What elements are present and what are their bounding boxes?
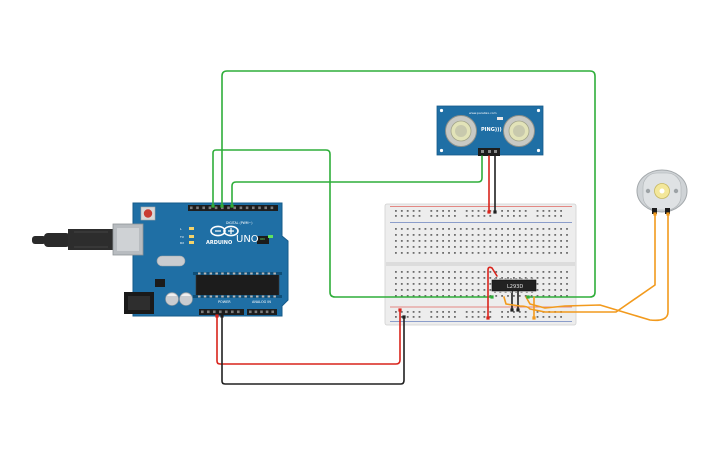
l293d-chip[interactable]: L293D bbox=[491, 278, 537, 293]
sensor-name-label: PING))) bbox=[481, 127, 502, 133]
dc-motor[interactable] bbox=[636, 169, 688, 214]
ultrasonic-sensor[interactable]: PING))) www.parallax.com bbox=[436, 105, 544, 156]
analog-header-label: ANALOG IN bbox=[252, 300, 271, 304]
wire-green-outer[interactable] bbox=[221, 70, 596, 298]
arduino-brand-text: ARDUINO bbox=[206, 240, 232, 246]
sensor-led-icon bbox=[497, 117, 503, 120]
usb-cable-plug-left bbox=[32, 236, 46, 244]
l293d-label: L293D bbox=[507, 284, 523, 290]
led-rx-icon bbox=[189, 241, 194, 244]
center-channel bbox=[386, 262, 575, 266]
led-on-icon bbox=[268, 235, 273, 238]
breadboard[interactable] bbox=[384, 203, 577, 326]
usb-chip bbox=[257, 236, 269, 244]
usb-cable-body bbox=[68, 229, 114, 250]
wire-red-chip-vcc[interactable] bbox=[487, 266, 498, 319]
digital-header bbox=[188, 205, 278, 211]
reset-button-cap[interactable] bbox=[143, 209, 153, 218]
wire-red-5v[interactable] bbox=[216, 309, 401, 365]
wire-black-gnd[interactable] bbox=[221, 315, 405, 385]
wire-endpoints bbox=[211, 204, 670, 320]
led-rx-label: RX bbox=[180, 241, 184, 245]
led-on-label: ON bbox=[260, 237, 265, 241]
wire-orange-motor-a[interactable] bbox=[503, 213, 656, 313]
wire-green-sensor[interactable] bbox=[231, 155, 483, 207]
led-tx-icon bbox=[189, 235, 194, 238]
atmega-pins bbox=[198, 272, 276, 298]
voltage-regulator bbox=[155, 279, 165, 287]
arduino-model-text: UNO bbox=[236, 234, 259, 245]
wire-orange-motor-b[interactable] bbox=[525, 213, 669, 322]
breadboard-holes bbox=[395, 210, 568, 318]
power-header-label: POWER bbox=[218, 300, 231, 304]
wires bbox=[212, 70, 669, 385]
l293d-body bbox=[491, 279, 537, 292]
atmega-chip bbox=[195, 273, 280, 297]
arduino-logo-icon bbox=[210, 225, 239, 237]
usb-cable bbox=[44, 233, 70, 247]
digital-header-label: DIGITAL (PWM~) bbox=[226, 221, 252, 225]
led-l-icon bbox=[189, 227, 194, 230]
motor-terminal-left bbox=[652, 208, 657, 214]
crystal-oscillator bbox=[156, 255, 186, 267]
arduino-uno[interactable]: ARDUINO UNO L TX RX ON DIGITAL (PWM~) PO… bbox=[32, 202, 289, 317]
led-tx-label: TX bbox=[179, 235, 184, 239]
led-l-label: L bbox=[180, 227, 182, 231]
wire-green-middle[interactable] bbox=[212, 149, 493, 298]
motor-terminal-right bbox=[665, 208, 670, 214]
sensor-maker-label: www.parallax.com bbox=[469, 111, 497, 115]
